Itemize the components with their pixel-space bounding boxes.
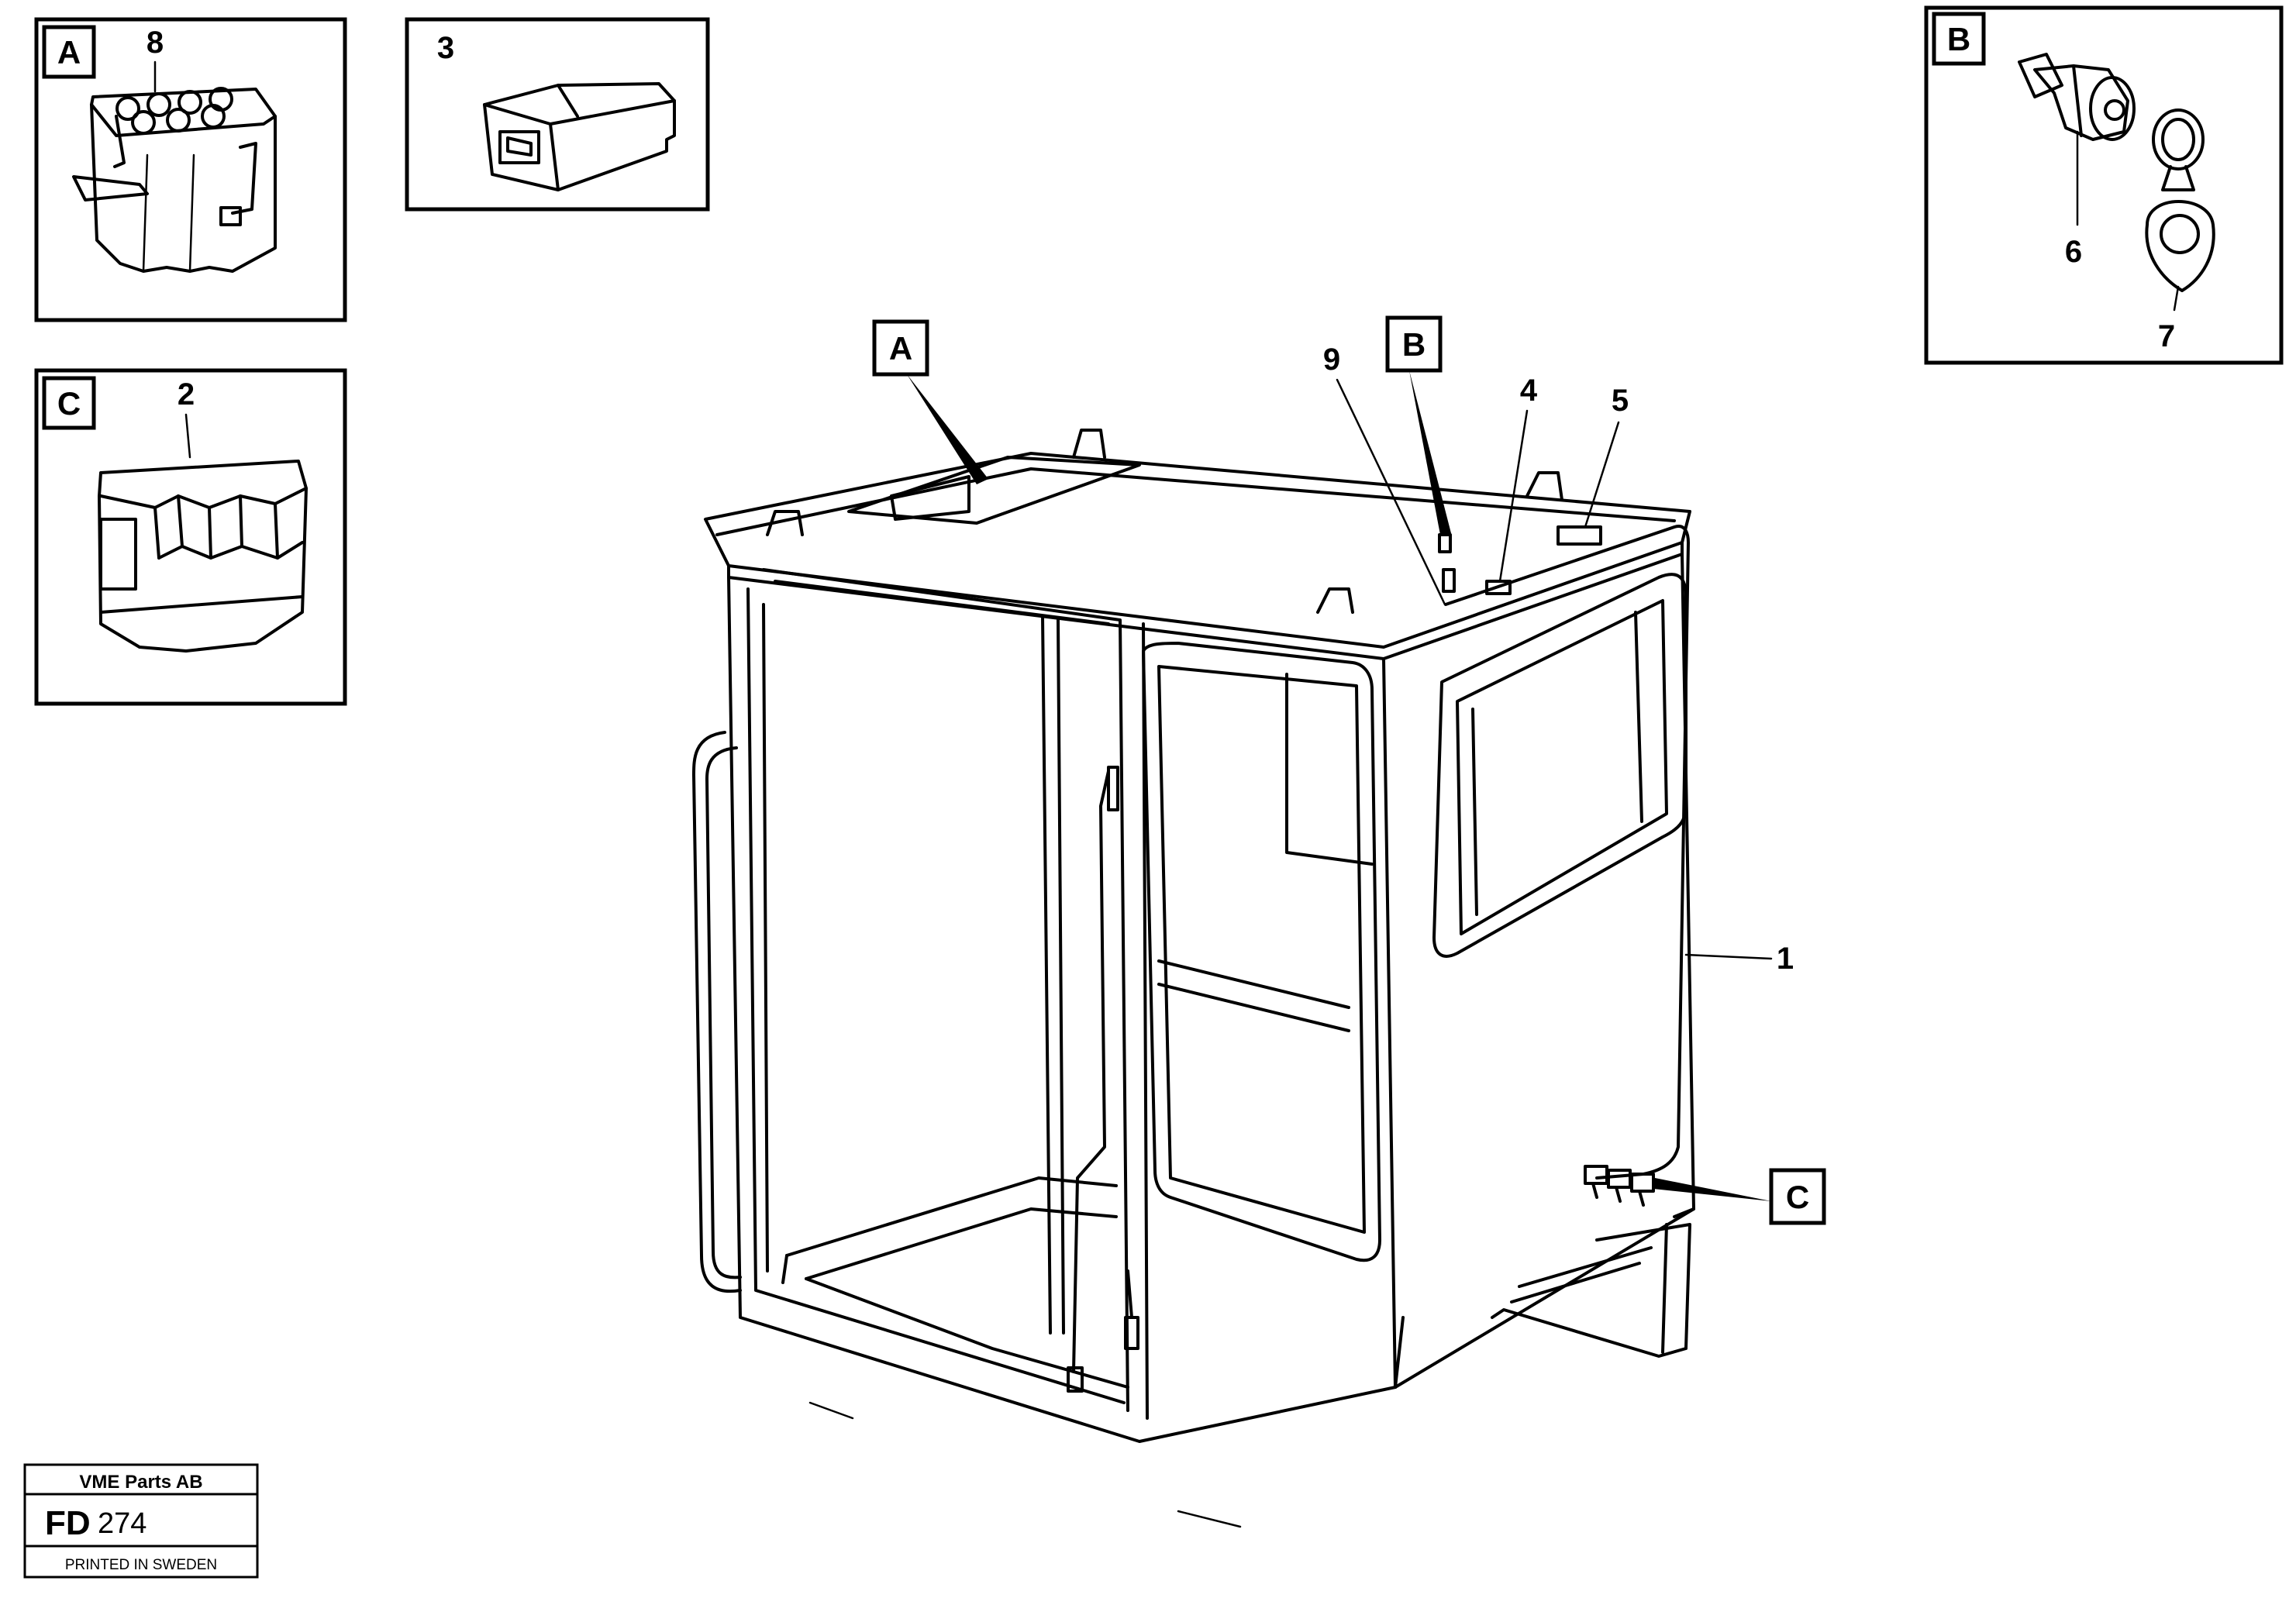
detail-b-socket-number: 6 [2065,235,2082,269]
title-code-number: 274 [98,1507,147,1540]
detail-box-3[interactable]: 3 [405,17,710,212]
callout-b-pointer [1409,370,1451,535]
title-code-prefix: FD [45,1504,91,1542]
callout-a-label: A [889,330,912,367]
part-number-4: 4 [1498,374,1538,583]
multi-pin-connector-drawing [72,87,277,273]
cable-clip-drawing [98,460,308,653]
detail-box-b[interactable]: B 6 7 [1924,5,2284,365]
operator-cab-drawing [692,429,1695,1528]
title-printed: PRINTED IN SWEDEN [65,1557,217,1573]
detail-b-tag-frame [1932,12,1986,66]
callout-c-pointer [1653,1178,1771,1201]
power-socket-drawing [2018,53,2136,141]
callout-c-label: C [1786,1179,1809,1215]
detail-b-cap-number: 7 [2158,319,2175,353]
flat-plug-connector-drawing [483,82,676,191]
detail-box-a[interactable]: A 8 [34,17,347,322]
part-number-1: 1 [1684,942,1794,976]
detail-c-tag: C [57,385,81,422]
detail-a-tag: A [57,34,81,71]
detail-3-part-number: 3 [437,31,454,65]
part-number-9: 9 [1323,343,1446,606]
callout-a[interactable]: A [872,319,988,484]
detail-box-c[interactable]: C 2 [34,368,347,706]
callout-b-label: B [1402,326,1426,363]
title-block: VME Parts AB FD 274 PRINTED IN SWEDEN [23,1463,259,1579]
callout-a-pointer [907,374,988,484]
detail-c-tag-frame [42,376,96,430]
svg-text:1: 1 [1777,942,1794,976]
detail-a-tag-frame [42,25,96,79]
callout-b[interactable]: B [1385,315,1451,535]
detail-c-part-number: 2 [178,377,195,412]
svg-text:9: 9 [1323,343,1340,377]
detail-a-part-number: 8 [147,26,164,60]
svg-text:4: 4 [1520,374,1538,408]
detail-b-tag: B [1947,21,1970,57]
part-number-5: 5 [1584,384,1629,529]
svg-text:5: 5 [1612,384,1629,418]
socket-cap-drawing [2145,108,2215,292]
callout-c[interactable]: C [1653,1168,1826,1225]
title-company: VME Parts AB [79,1472,202,1493]
